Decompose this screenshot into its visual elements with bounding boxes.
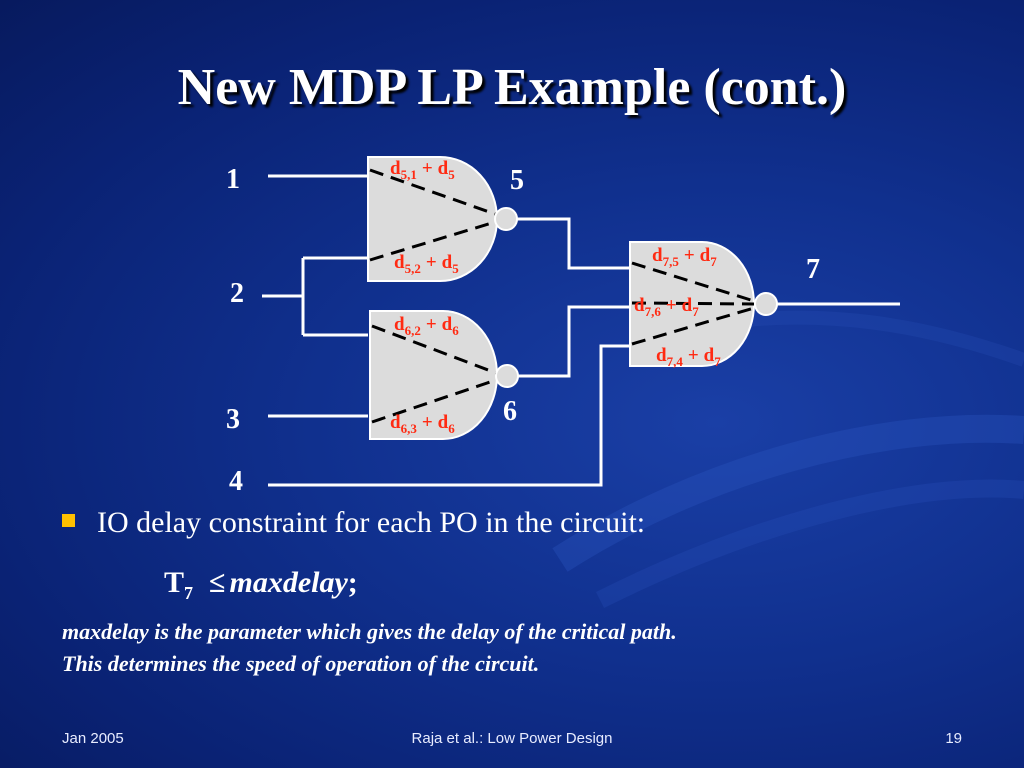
footer-source: Raja et al.: Low Power Design: [411, 730, 613, 747]
footer-page-number: 19: [945, 730, 962, 747]
delay-label-d74: d7,4+d7: [656, 345, 721, 369]
wire-input-2: [262, 256, 368, 337]
constraint-lhs: T: [164, 566, 185, 599]
wires: [262, 174, 900, 487]
constraint-rhs: maxdelay: [229, 566, 348, 599]
delay-label-d76: d7,6+d7: [634, 295, 699, 319]
gate-label-7: 7: [806, 254, 820, 285]
delay-label-d51: d5,1+d5: [390, 158, 455, 182]
input-label-2: 2: [230, 278, 244, 309]
bullet-item: IO delay constraint for each PO in the c…: [62, 506, 645, 540]
gate-6: [369, 310, 519, 440]
wire-gate5-out: [517, 217, 630, 270]
note-line-1: maxdelay is the parameter which gives th…: [62, 619, 677, 644]
delay-constraint: T7 ≤maxdelay;: [164, 566, 358, 604]
gate-label-5: 5: [510, 165, 524, 196]
gate-5: [367, 156, 518, 282]
input-label-3: 3: [226, 404, 240, 435]
constraint-end: ;: [347, 566, 358, 599]
bullet-square-icon: [62, 514, 75, 527]
delay-label-d75: d7,5+d7: [652, 245, 717, 269]
note-line-2: This determines the speed of operation o…: [62, 651, 540, 676]
gate-label-6: 6: [503, 396, 517, 427]
constraint-lhs-subscript: 7: [184, 583, 194, 603]
wire-input-4: [268, 344, 630, 487]
bullet-text: IO delay constraint for each PO in the c…: [97, 506, 646, 539]
wire-gate6-out: [518, 305, 630, 378]
slide-title: New MDP LP Example (cont.): [177, 59, 847, 116]
constraint-operator: ≤: [209, 566, 226, 599]
footer-date: Jan 2005: [62, 730, 124, 747]
input-label-4: 4: [229, 466, 243, 497]
delay-label-d62: d6,2+d6: [394, 314, 459, 338]
gate-7: [629, 241, 778, 367]
delay-label-d52: d5,2+d5: [394, 252, 459, 276]
delay-label-d63: d6,3+d6: [390, 412, 455, 436]
input-label-1: 1: [226, 164, 240, 195]
